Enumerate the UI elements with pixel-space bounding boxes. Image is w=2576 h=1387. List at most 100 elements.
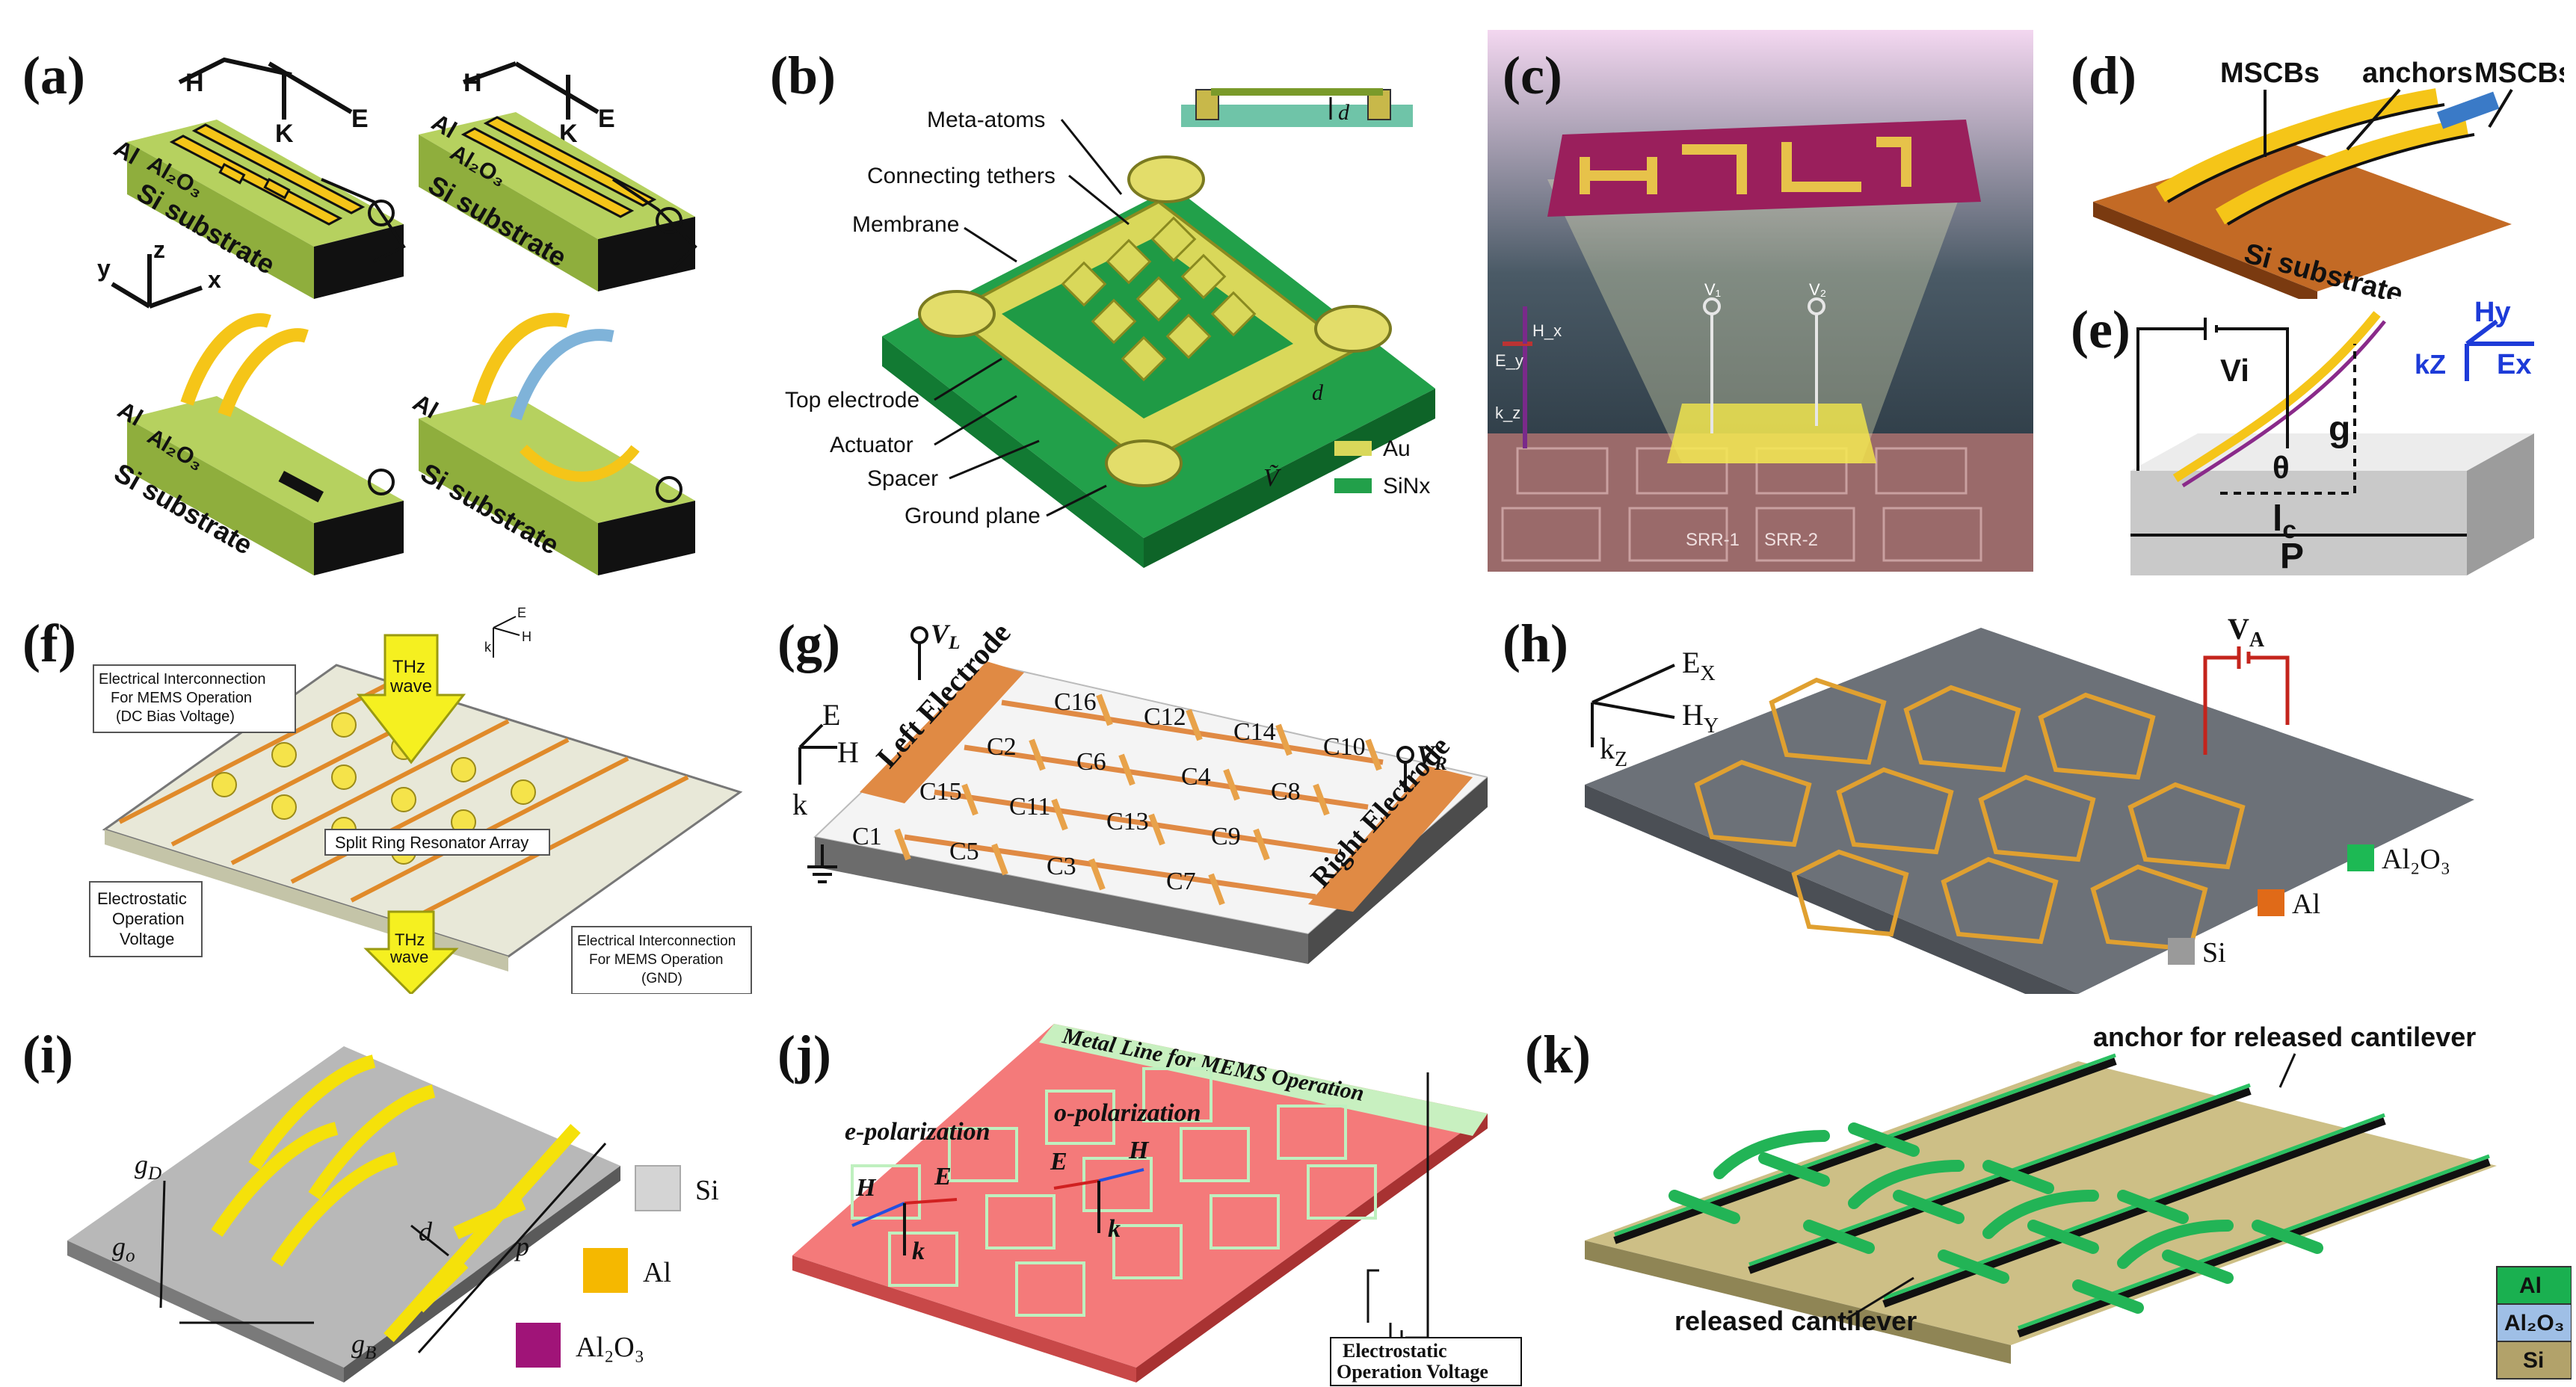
j-o-pol: o-polarization <box>1054 1099 1201 1127</box>
a-substrate-tl <box>127 120 404 299</box>
panel-j: (j) Metal Line for MEMS Operation e-pola… <box>770 1009 1525 1387</box>
panel-label-j: (j) <box>777 1025 831 1084</box>
panel-h-figure: VA EX HY kZ Al₂O₃ Al Si <box>1585 612 2474 994</box>
g-cantilever <box>1275 723 1292 756</box>
panel-c-figure: p_y p_x V₁ V₂ E_y H_x k_z SRR-1 SRR-2 <box>1488 30 2033 572</box>
panel-label-k: (k) <box>1525 1025 1591 1084</box>
panel-e: (e) Vi g θ lc P Hy kZ Ex <box>2048 299 2564 583</box>
g-cantilever-label: C15 <box>919 778 962 806</box>
g-k: k <box>792 788 807 821</box>
g-cantilever-label: C12 <box>1144 703 1186 731</box>
k-legend-al2o3-swatch <box>2496 1303 2572 1342</box>
i-legend-si-swatch <box>635 1165 681 1211</box>
panel-b-figure: d Meta-atoms Connectin <box>785 88 1435 568</box>
i-gD: gD <box>135 1149 161 1184</box>
panel-label-i: (i) <box>22 1025 73 1084</box>
g-cantilever-label: C5 <box>949 838 979 865</box>
f-thz-bottom-1: THz <box>395 930 425 949</box>
panel-j-figure: Metal Line for MEMS Operation e-polariza… <box>792 1023 1522 1386</box>
a-axis-z: z <box>153 236 165 263</box>
a-substrate-br <box>419 312 695 575</box>
k-anchor-pointer <box>2278 1053 2296 1088</box>
e-lc: lc <box>2273 499 2296 544</box>
c-Ey: E_y <box>1495 351 1523 370</box>
f-dc-line2: For MEMS Operation <box>111 690 252 706</box>
a-H-2: H <box>463 69 482 97</box>
g-cantilever-label: C13 <box>1106 808 1149 835</box>
k-released-pointer <box>1846 1276 1914 1320</box>
j-voltage-2: Operation Voltage <box>1337 1361 1488 1383</box>
g-cantilever-label: C8 <box>1271 778 1301 806</box>
a-axis-y: y <box>97 255 111 282</box>
g-cantilever-label: C16 <box>1054 688 1097 716</box>
b-d-label: d <box>1312 380 1324 405</box>
g-cantilever-label: C4 <box>1181 763 1211 791</box>
panel-label-a: (a) <box>22 46 85 105</box>
g-cantilever-label: C9 <box>1211 823 1241 850</box>
d-mscbs-right: MSCBs <box>2474 58 2564 89</box>
b-top-electrode: Top electrode <box>785 388 919 413</box>
k-legend-al: Al <box>2519 1273 2542 1298</box>
panel-label-d: (d) <box>2071 46 2136 105</box>
i-legend-al2o3: Al₂O₃ <box>576 1332 644 1363</box>
g-cantilever <box>991 843 1008 876</box>
b-legend-au: Au <box>1383 436 1411 461</box>
k-legend-al2o3: Al₂O₃ <box>2504 1311 2565 1335</box>
b-meta-atoms: Meta-atoms <box>927 108 1045 132</box>
g-cantilever-label: C6 <box>1076 748 1106 776</box>
panel-h: (h) VA EX HY kZ Al₂O <box>1495 598 2576 994</box>
c-v2: V₂ <box>1809 280 1826 299</box>
b-legend-sin: SiNx <box>1383 474 1430 498</box>
f-E: E <box>517 605 526 620</box>
panel-label-g: (g) <box>777 614 840 673</box>
k-anchor: anchor for released cantilever <box>2093 1022 2476 1052</box>
panel-g-figure: Left Electrode Right Electrode C16C12C14… <box>792 616 1488 964</box>
f-gnd-line2: For MEMS Operation <box>589 952 724 968</box>
k-released: released cantilever <box>1674 1306 1917 1336</box>
i-gB: gB <box>351 1329 376 1363</box>
g-cantilever-label: C3 <box>1047 853 1076 880</box>
g-cantilever <box>1208 873 1225 906</box>
g-cantilever <box>1118 753 1136 786</box>
panel-i-figure: gD go d p gB Si Al Al₂O₃ <box>67 1046 719 1383</box>
g-cantilever <box>1096 694 1113 726</box>
panel-c: p_y p_x V₁ V₂ E_y H_x k_z SRR-1 SRR-2 (c… <box>1488 30 2033 572</box>
j-voltage-1: Electrostatic <box>1343 1340 1447 1362</box>
h-legend-al2o3-swatch <box>2347 844 2374 871</box>
e-theta: θ <box>2273 450 2290 485</box>
panel-label-c: (c) <box>1503 46 1562 105</box>
i-p: p <box>514 1232 529 1261</box>
g-cantilever <box>1253 828 1270 861</box>
c-v1: V₁ <box>1704 280 1721 299</box>
j-E-1: E <box>934 1163 952 1190</box>
e-vi: Vi <box>2220 353 2249 388</box>
panel-k: (k) released cantilever anchor for relea… <box>1525 1009 2576 1387</box>
i-d: d <box>419 1217 433 1247</box>
i-legend-al-swatch <box>583 1248 628 1293</box>
g-cantilever <box>961 783 979 816</box>
h-legend-al: Al <box>2292 889 2320 920</box>
panel-label-b: (b) <box>770 46 836 105</box>
d-mscbs-left: MSCBs <box>2220 58 2320 89</box>
g-cantilever-label: C11 <box>1009 793 1050 821</box>
j-E-2: E <box>1050 1148 1067 1176</box>
f-gnd-line1: Electrical Interconnection <box>577 933 736 949</box>
g-H: H <box>837 735 859 769</box>
g-cantilever <box>1088 858 1106 891</box>
e-Ex: Ex <box>2497 349 2531 380</box>
g-cantilever <box>1313 783 1330 816</box>
g-cantilever <box>1186 708 1203 741</box>
panel-i: (i) gD go d p gB Si Al Al₂O₃ <box>0 1009 755 1387</box>
g-cantilever <box>894 828 911 861</box>
b-membrane: Membrane <box>852 212 959 237</box>
g-cantilever <box>1365 738 1382 771</box>
f-thz-top-1: THz <box>392 657 425 677</box>
h-legend-si: Si <box>2202 937 2226 969</box>
f-dc-line1: Electrical Interconnection <box>99 671 265 688</box>
i-legend-al: Al <box>643 1257 671 1288</box>
a-substrate-tr <box>419 112 695 291</box>
panel-label-f: (f) <box>22 614 76 673</box>
panel-d: (d) MSCBs anchors MSCBs Si substrate <box>2048 0 2564 299</box>
f-es-line2: Operation <box>112 909 185 928</box>
